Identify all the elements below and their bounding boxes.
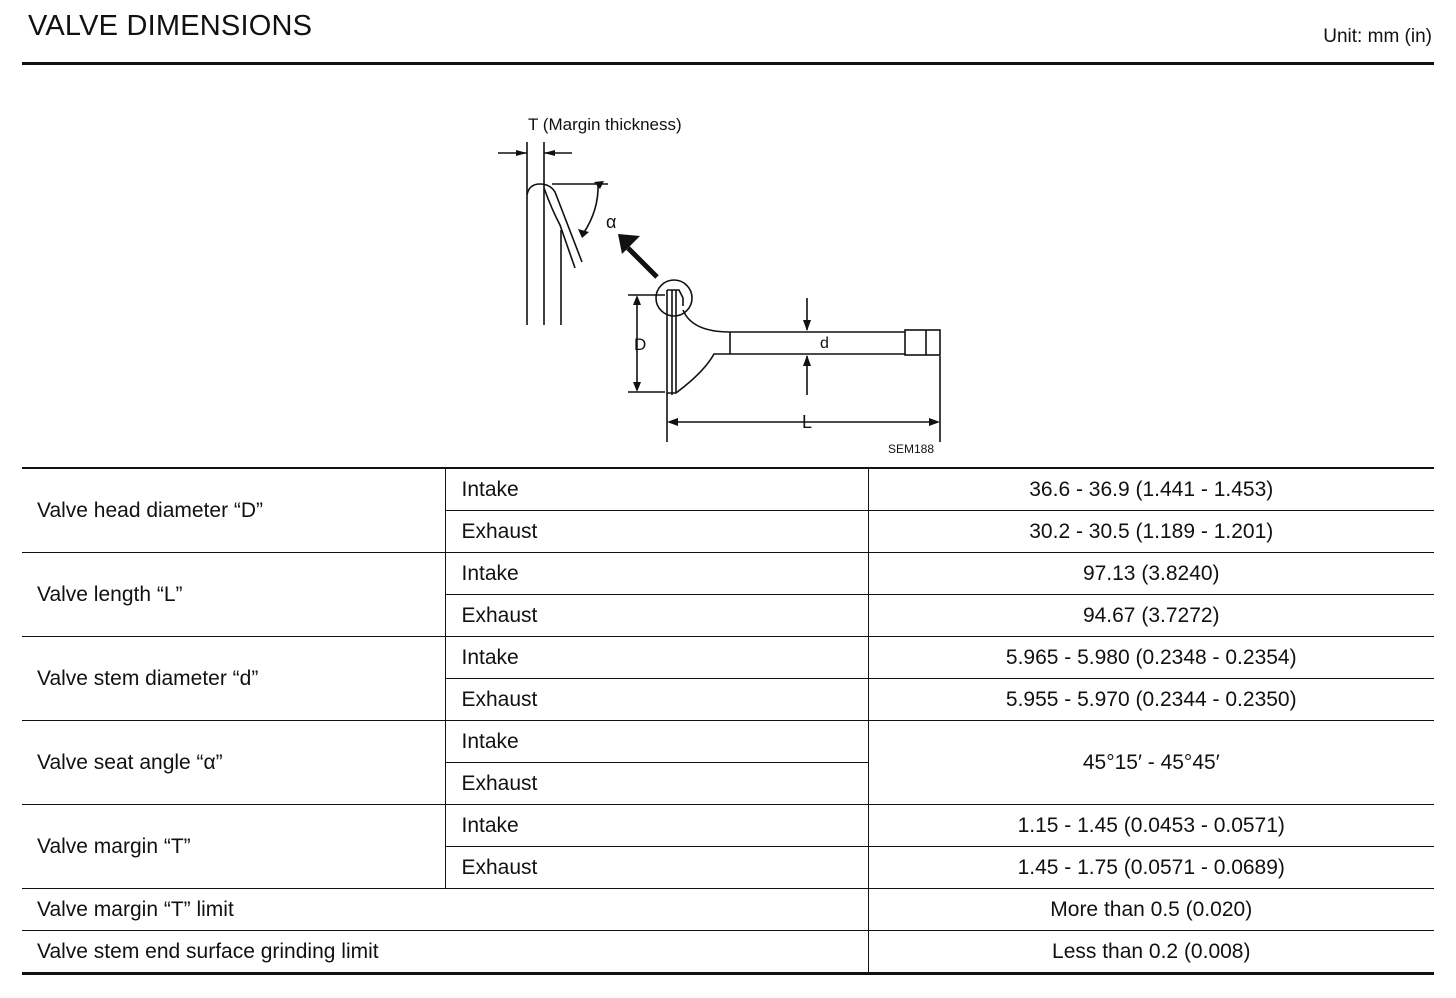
table-row: Valve length “L” Intake 97.13 (3.8240) [22,552,1434,637]
table-row: Valve margin “T” limit More than 0.5 (0.… [22,888,1434,931]
table-row: Exhaust 1.45 - 1.75 (0.0571 - 0.0689) [22,846,1434,889]
unit-label: Unit: mm (in) [1323,26,1432,47]
valve-dimensions-table: Valve head diameter “D” Intake 36.6 - 36… [22,467,1434,975]
parameter-cell: Valve stem end surface grinding limit [22,930,869,975]
type-cell: Intake [444,804,869,847]
head-diameter-dimension [628,294,665,393]
valve-diagram: α T (Margin thickness) D [480,100,960,465]
stem-diameter-label: d [820,335,829,352]
margin-detail-view [498,142,608,325]
table-row: Exhaust 94.67 (3.7272) [22,594,1434,637]
parameter-cell: Valve seat angle “α” [22,720,446,805]
value-cell: 30.2 - 30.5 (1.189 - 1.201) [867,510,1434,553]
type-cell: Intake [444,552,869,595]
value-cell: 36.6 - 36.9 (1.441 - 1.453) [867,467,1434,511]
table-row: Valve head diameter “D” Intake 36.6 - 36… [22,467,1434,553]
parameter-cell: Valve length “L” [22,552,446,637]
table-row: Exhaust [22,762,1434,805]
value-cell: 1.15 - 1.45 (0.0453 - 0.0571) [867,804,1434,847]
value-cell: 5.955 - 5.970 (0.2344 - 0.2350) [867,678,1434,721]
type-cell: Exhaust [444,762,869,805]
value-cell: 94.67 (3.7272) [867,594,1434,637]
length-dimension [666,356,941,442]
value-cell: More than 0.5 (0.020) [867,888,1434,931]
type-cell: Intake [444,636,869,679]
parameter-cell: Valve stem diameter “d” [22,636,446,721]
pointer-arrow-icon [618,234,659,279]
type-cell: Exhaust [444,594,869,637]
table-row: Valve stem end surface grinding limit Le… [22,930,1434,975]
length-label: L [802,412,812,432]
value-cell: 45°15′ - 45°45′ [867,720,1434,805]
head-diameter-label: D [634,335,646,354]
parameter-cell: Valve margin “T” [22,804,446,889]
alpha-label: α [606,212,616,232]
value-cell: 97.13 (3.8240) [867,552,1434,595]
value-cell: 5.965 - 5.980 (0.2348 - 0.2354) [867,636,1434,679]
parameter-cell: Valve margin “T” limit [22,888,869,931]
stem-diameter-dimension [803,298,811,395]
parameter-cell: Valve head diameter “D” [22,467,446,553]
table-row: Valve seat angle “α” Intake 45°15′ - 45°… [22,720,1434,805]
table-row: Exhaust 30.2 - 30.5 (1.189 - 1.201) [22,510,1434,553]
margin-thickness-label: T (Margin thickness) [528,115,682,134]
value-cell: Less than 0.2 (0.008) [867,930,1434,975]
table-row: Valve margin “T” Intake 1.15 - 1.45 (0.0… [22,804,1434,889]
type-cell: Exhaust [444,678,869,721]
type-cell: Exhaust [444,846,869,889]
type-cell: Exhaust [444,510,869,553]
value-cell: 1.45 - 1.75 (0.0571 - 0.0689) [867,846,1434,889]
type-cell: Intake [444,720,869,763]
type-cell: Intake [444,467,869,511]
page-title: VALVE DIMENSIONS [28,10,313,42]
title-divider [22,62,1434,65]
valve-side-view [655,279,941,395]
table-row: Valve stem diameter “d” Intake 5.965 - 5… [22,636,1434,721]
table-row: Exhaust 5.955 - 5.970 (0.2344 - 0.2350) [22,678,1434,721]
figure-code: SEM188 [888,442,934,456]
